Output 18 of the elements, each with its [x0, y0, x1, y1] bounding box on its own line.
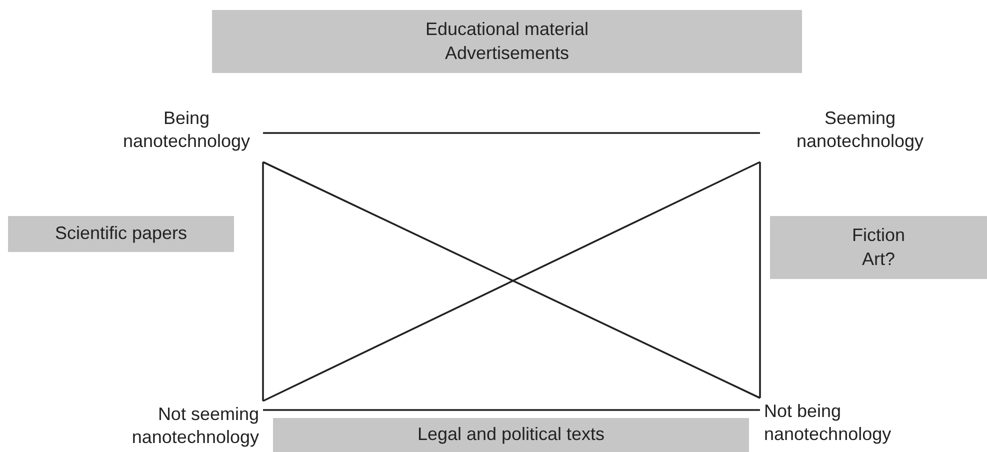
category-label: Art? [862, 248, 895, 270]
connector-line [262, 162, 264, 401]
connector-line [759, 162, 761, 398]
category-label: Educational material [425, 18, 589, 42]
term-label: Being nanotechnology [110, 105, 263, 162]
category-label: Legal and political texts [417, 423, 605, 446]
term-label: Not being nanotechnology [760, 398, 960, 449]
category-box [770, 216, 987, 279]
category-box [212, 10, 802, 73]
category-box [8, 216, 234, 252]
term-label: Seeming nanotechnology [760, 105, 960, 162]
connector-line [263, 132, 760, 134]
connector-line [263, 409, 760, 411]
category-label: Fiction [852, 224, 905, 248]
term-label: Not seeming nanotechnology [75, 401, 263, 452]
category-box [273, 418, 749, 452]
category-label: Advertisements [444, 42, 570, 64]
category-label: Scientific papers [54, 222, 188, 246]
